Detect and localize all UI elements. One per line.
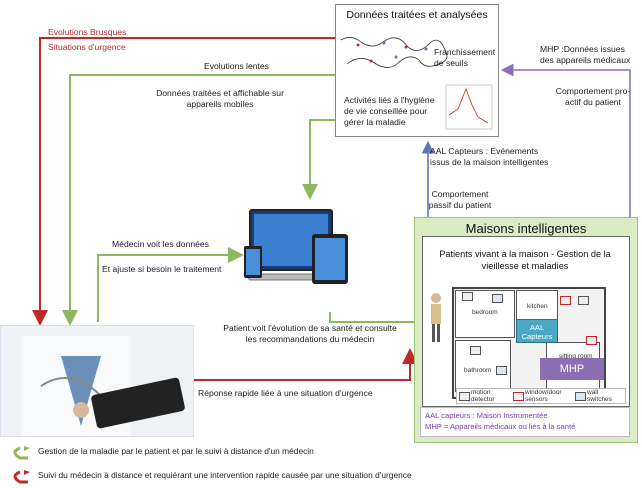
doctor-sees-data-label: Médecin voit les données [112, 239, 209, 249]
aal-sensors-label: AAL Capteurs : Evénements issus de la ma… [430, 146, 549, 167]
green-arrow-slow [62, 74, 335, 326]
motion-sensor-icon-2 [578, 296, 589, 305]
legend-green-icon [13, 446, 28, 460]
red-arrow-response [190, 348, 418, 381]
proactive-behavior-label: Comportement pro-actif du patient [555, 86, 631, 107]
passive-behavior-label: Comportement passif du patient [428, 189, 492, 210]
room-label-bathroom: bathroom [464, 367, 492, 374]
aal-note: AAL capteurs : Maison Instrumentée [425, 411, 548, 420]
room-label-kitchen: kitchen [527, 303, 548, 310]
smart-home-title: Maisons intelligentes [465, 221, 587, 236]
legend-red-label: Suivi du médecin à distance et requiéran… [38, 470, 412, 480]
analysed-data-box: Données traitées et analysées Franchisse… [335, 4, 499, 137]
switch-sensor-icon-2 [496, 366, 507, 375]
evolutions-brusques-label: Evolutions Brusques [48, 27, 127, 37]
green-arrow-doctor-devices [97, 247, 244, 322]
patient-sees-label: Patient voit l'évolution de sa santé et … [223, 323, 397, 344]
legend-switch-label: wall switches [587, 389, 612, 403]
mhp-data-label: MHP :Données issues des appareils médica… [540, 44, 631, 65]
analysed-data-title: Données traitées et analysées [346, 9, 488, 21]
home-legend-note: AAL capteurs : Maison Instrumentée MHP =… [420, 407, 630, 437]
mobile-data-label: Données traitées et affichable sur appar… [156, 88, 284, 109]
motion-sensor-icon-3 [470, 346, 481, 355]
adjust-treatment-label: Et ajuste si besoin le traitement [102, 264, 222, 274]
window-sensor-icon [586, 336, 597, 345]
situations-urgence-label: Situations d'urgence [48, 42, 126, 52]
room-label-sitting: sitting room [559, 353, 593, 360]
legend-motion-label: motion detector [471, 389, 495, 403]
rapid-response-label: Réponse rapide liée à une situation d'ur… [198, 388, 373, 398]
room-kitchen: kitchen [516, 290, 558, 322]
red-arrow-urgent [32, 37, 335, 326]
mhp-note: MHP = Appareils médicaux ou liés à la sa… [425, 422, 576, 431]
aal-capteurs-box: AAL Capteurs [516, 319, 558, 343]
legend-motion-icon [459, 392, 470, 401]
threshold-label: Franchissement de seuils [434, 47, 496, 68]
activities-label: Activités liés à l'hygiène de vie consei… [344, 95, 435, 127]
motion-sensor-icon [462, 292, 473, 301]
legend-door-label: window/door sensors [525, 389, 562, 403]
evolutions-lentes-label: Evolutions lentes [204, 61, 269, 71]
device-legend: motion detector window/door sensors wall… [456, 388, 626, 404]
mhp-box: MHP [540, 358, 604, 380]
room-label-bedroom: bedroom [472, 309, 498, 316]
legend-red-icon [13, 470, 28, 484]
mobile-devices-illustration [242, 208, 352, 308]
legend-door-icon [513, 392, 524, 401]
legend-switch-icon [575, 392, 586, 401]
legend-green-label: Gestion de la maladie par le patient et … [38, 446, 314, 456]
analysis-graph-icon [340, 37, 493, 130]
patients-title: Patients vivant à la maison - Gestion de… [439, 249, 611, 271]
doctor-photo [0, 325, 194, 437]
elderly-patient-figure [426, 292, 446, 346]
switch-sensor-icon [492, 294, 503, 303]
door-sensor-icon [560, 296, 571, 305]
